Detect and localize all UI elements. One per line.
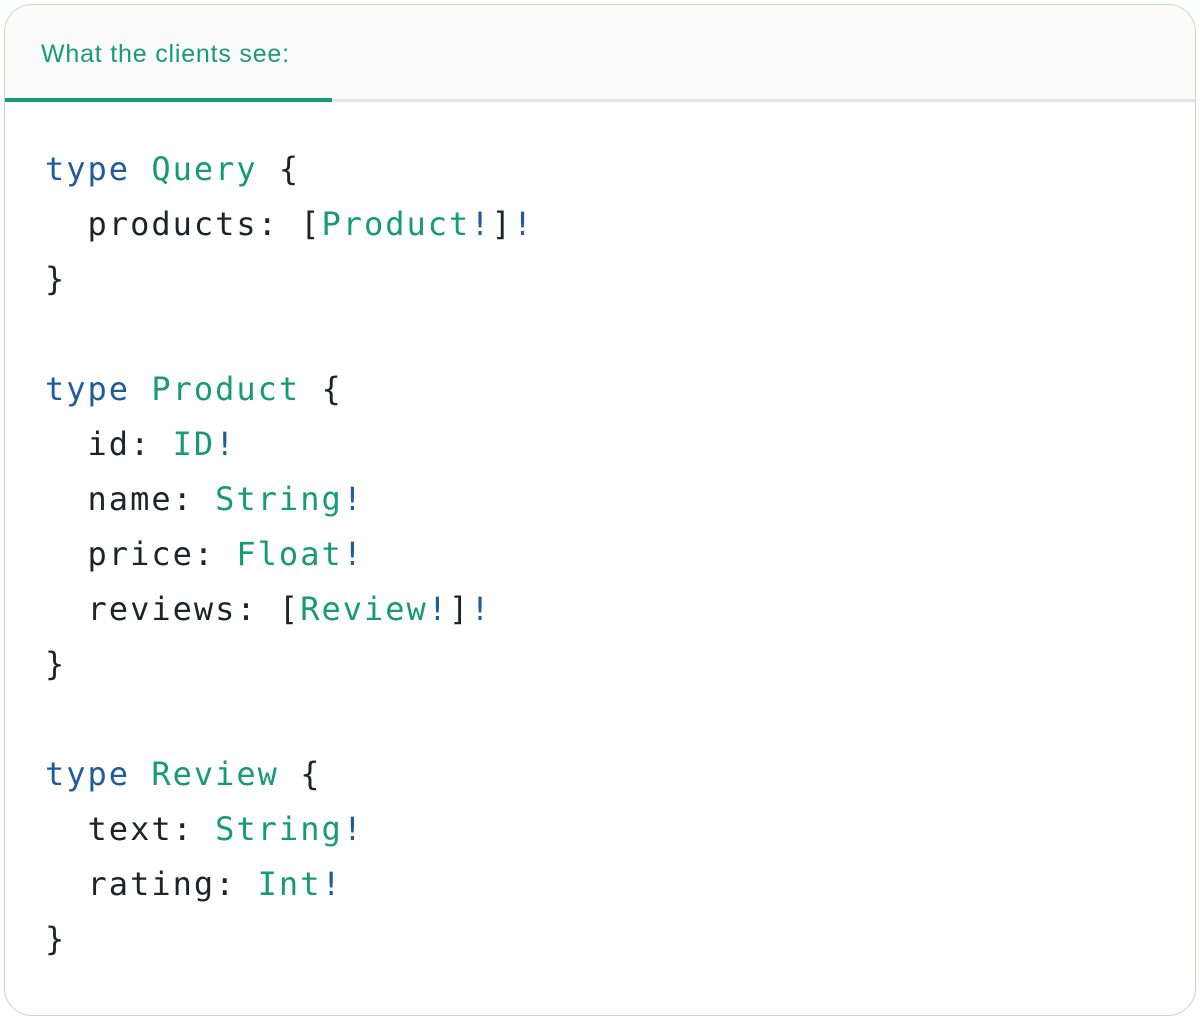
code-token-plain: rating: (45, 865, 258, 903)
tab-bar-divider (5, 99, 1195, 102)
code-token-plain: ] (449, 590, 471, 628)
code-line: type Review { (45, 747, 1175, 802)
code-token-type: String (215, 810, 343, 848)
code-token-plain (130, 150, 151, 188)
code-token-plain: } (45, 260, 67, 298)
code-token-plain: id: (45, 425, 173, 463)
code-line: type Query { (45, 142, 1175, 197)
code-token-plain: } (45, 645, 67, 683)
code-line: type Product { (45, 362, 1175, 417)
code-line: price: Float! (45, 527, 1175, 582)
code-token-type: Product (321, 205, 471, 243)
active-tab-underline (5, 98, 332, 102)
tab-what-clients-see[interactable]: What the clients see: (5, 5, 332, 102)
tab-label: What the clients see: (41, 40, 290, 68)
code-token-plain: products: [ (45, 205, 322, 243)
code-token-plain (130, 755, 151, 793)
code-line: id: ID! (45, 417, 1175, 472)
code-token-bang: ! (215, 425, 237, 463)
code-token-plain: { (257, 150, 301, 188)
code-line: } (45, 637, 1175, 692)
code-token-kw: type (45, 755, 131, 793)
code-token-kw: type (45, 370, 131, 408)
code-line: rating: Int! (45, 857, 1175, 912)
schema-code-panel: What the clients see: type Query { produ… (4, 4, 1196, 1016)
code-token-type: Review (151, 755, 279, 793)
code-token-plain: } (45, 920, 67, 958)
code-line: } (45, 912, 1175, 967)
code-token-plain: ] (491, 205, 513, 243)
code-line (45, 307, 1175, 362)
code-token-type: Query (151, 150, 258, 188)
code-token-bang: ! (427, 590, 450, 628)
code-token-bang: ! (512, 205, 535, 243)
code-token-type: Int (257, 865, 322, 903)
code-token-plain (130, 370, 151, 408)
code-token-plain: { (300, 370, 343, 408)
code-line: products: [Product!]! (45, 197, 1175, 252)
code-line: reviews: [Review!]! (45, 582, 1175, 637)
code-line: } (45, 252, 1175, 307)
code-token-bang: ! (342, 480, 364, 518)
code-token-type: Product (151, 370, 301, 408)
tab-bar: What the clients see: (5, 5, 1195, 102)
code-token-bang: ! (342, 535, 364, 573)
code-token-type: Float (236, 535, 343, 573)
code-block: type Query { products: [Product!]!}type … (5, 102, 1195, 967)
code-line: text: String! (45, 802, 1175, 857)
code-token-bang: ! (470, 205, 492, 243)
code-token-bang: ! (321, 865, 343, 903)
code-token-type: Review (300, 590, 428, 628)
code-line (45, 692, 1175, 747)
code-token-plain: text: (45, 810, 216, 848)
code-token-kw: type (45, 150, 131, 188)
code-token-type: ID (172, 425, 216, 463)
code-token-type: String (215, 480, 343, 518)
code-token-plain: price: (45, 535, 237, 573)
code-line: name: String! (45, 472, 1175, 527)
code-token-bang: ! (342, 810, 364, 848)
code-token-plain: name: (45, 480, 216, 518)
code-token-plain: reviews: [ (45, 590, 301, 628)
code-token-bang: ! (470, 590, 492, 628)
code-token-plain: { (278, 755, 322, 793)
